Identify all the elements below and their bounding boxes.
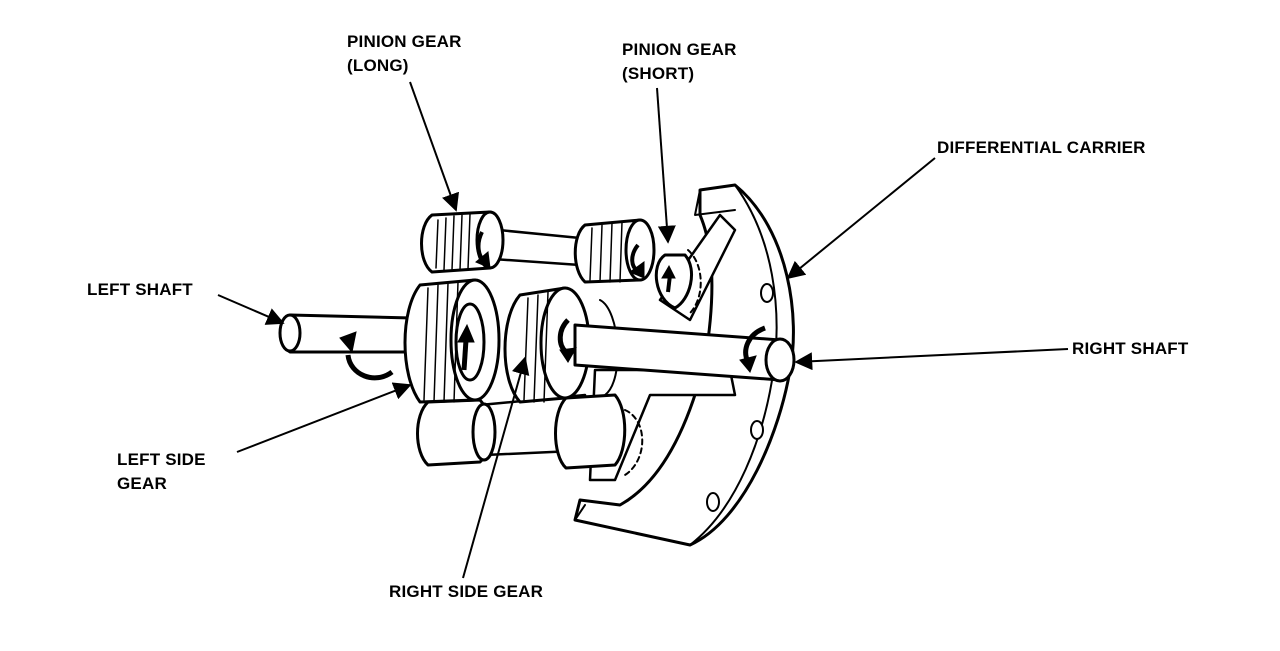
label-pinion-long: PINION GEAR (LONG): [347, 30, 462, 78]
label-left-side-gear-line2: GEAR: [117, 474, 167, 493]
leader-right-side-gear: [462, 356, 530, 579]
rotation-arrows: [339, 231, 766, 381]
label-differential-carrier: DIFFERENTIAL CARRIER: [937, 138, 1146, 157]
right-shaft: [573, 323, 796, 383]
label-pinion-short-line2: (SHORT): [622, 64, 695, 83]
label-pinion-short: PINION GEAR (SHORT): [622, 38, 737, 86]
label-pinion-long-line1: PINION GEAR: [347, 32, 462, 51]
left-side-gear: [403, 278, 501, 404]
left-shaft: [278, 313, 414, 354]
pinion-gear-lower: [416, 393, 644, 476]
label-right-side-gear: RIGHT SIDE GEAR: [389, 582, 544, 601]
pinion-gear-long: [420, 210, 582, 274]
label-left-shaft: LEFT SHAFT: [87, 280, 193, 299]
leader-left-shaft: [217, 294, 285, 325]
leader-pinion-short: [656, 87, 676, 244]
leader-left-side-gear: [236, 382, 412, 453]
label-pinion-short-line1: PINION GEAR: [622, 40, 737, 59]
leader-right-shaft: [794, 348, 1069, 371]
leader-pinion-long: [409, 81, 459, 212]
label-pinion-long-line2: (LONG): [347, 56, 409, 75]
label-left-side-gear: LEFT SIDE GEAR: [117, 448, 206, 496]
leader-differential-carrier: [786, 157, 936, 280]
label-left-side-gear-line1: LEFT SIDE: [117, 450, 206, 469]
label-right-shaft: RIGHT SHAFT: [1072, 339, 1189, 358]
